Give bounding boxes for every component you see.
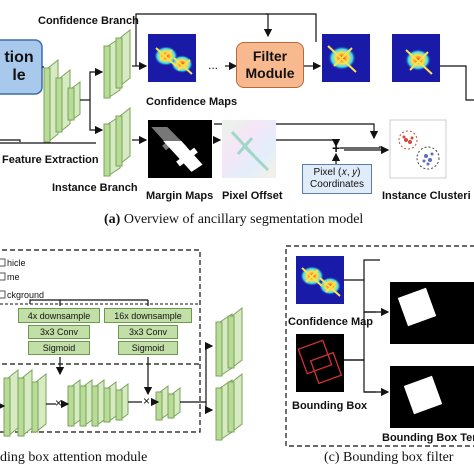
legend-item-background: ckground <box>7 290 45 300</box>
multiply-symbol-2: × <box>143 394 151 408</box>
pixel-offset-thumb <box>222 120 276 178</box>
caption-a: (a) Overview of ancillary segmentation m… <box>104 212 363 228</box>
sigmoid-4x-box: Sigmoid <box>28 341 90 355</box>
plus-symbol: + <box>332 140 341 156</box>
conv-4x-box: 3x3 Conv <box>28 325 90 339</box>
caption-a-prefix: (a) <box>104 212 121 227</box>
attention-backbone-blocks <box>3 368 181 438</box>
panel-c-template-thumb-1 <box>390 282 474 344</box>
legend-item-vehicle: hicle <box>7 258 26 268</box>
confidence-branch-blocks <box>103 28 131 99</box>
attention-module-frame <box>0 249 201 433</box>
confidence-maps-label: Confidence Maps <box>146 96 238 108</box>
pixel-offset-label: Pixel Offset <box>222 190 283 202</box>
instance-clustering-thumb <box>389 119 447 179</box>
caption-a-text: Overview of ancillary segmentation model <box>120 212 364 227</box>
instance-clustering-label: Instance Clusteri <box>382 190 471 202</box>
caption-c: (c) Bounding box filter <box>324 450 454 465</box>
ellipsis: ... <box>208 58 219 72</box>
bbox-filter-frame <box>285 245 474 447</box>
attention-output-blocks <box>215 306 243 441</box>
confidence-branch-label: Confidence Branch <box>38 15 139 27</box>
confidence-map-label: Confidence Map <box>288 316 373 328</box>
conv-16x-box: 3x3 Conv <box>118 325 178 339</box>
instance-branch-label: Instance Branch <box>52 182 138 194</box>
instance-branch-blocks <box>103 106 131 177</box>
downsample-16x-box: 16x downsample <box>104 308 192 323</box>
multiply-symbol-1: × <box>55 396 63 410</box>
margin-maps-thumb <box>148 120 212 178</box>
downsample-4x-box: 4x downsample <box>18 308 100 323</box>
feature-extraction-label: Feature Extraction <box>2 154 99 166</box>
panel-c-template-thumb-2 <box>390 366 474 428</box>
legend-swatches <box>0 258 6 299</box>
legend-item-frame: me <box>7 272 20 282</box>
filter-module-box: Filter Module <box>236 42 304 88</box>
caption-b: ding box attention module <box>0 450 148 465</box>
confidence-map-thumb-2 <box>322 34 370 82</box>
panel-c-bbox-thumb <box>296 334 344 392</box>
bounding-box-label: Bounding Box <box>292 400 368 412</box>
sigmoid-16x-box: Sigmoid <box>118 341 178 355</box>
margin-maps-label: Margin Maps <box>146 190 214 202</box>
pixel-coordinates-box: Pixel (𝑥, 𝑦) Coordinates <box>302 164 372 194</box>
bounding-box-template-label: Bounding Box Ter <box>382 432 474 444</box>
confidence-map-thumb-3 <box>392 34 440 82</box>
panel-c-confidence-thumb <box>296 256 344 304</box>
input-module-box-label: tion le <box>4 49 34 84</box>
confidence-map-thumb-1 <box>148 34 196 82</box>
feature-extraction-blocks <box>43 58 81 144</box>
